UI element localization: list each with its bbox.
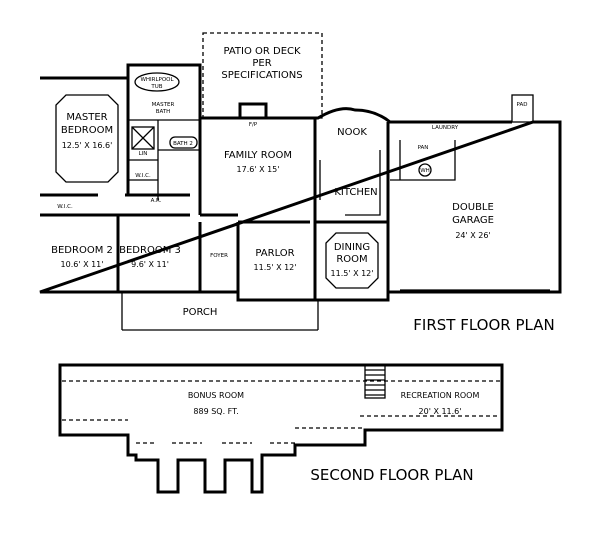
recreation-room-size: 20' X 11.6'	[419, 407, 462, 416]
master-bath-label: MASTER	[152, 102, 175, 108]
whirlpool-tub-label: WHIRLPOOL	[140, 77, 174, 83]
water-heater	[418, 163, 432, 177]
fireplace	[238, 102, 268, 120]
second-floor-title: SECOND FLOOR PLAN	[310, 466, 473, 484]
first-floor-title: FIRST FLOOR PLAN	[413, 316, 554, 334]
linen-label: LIN	[139, 151, 148, 157]
patio-deck-outline	[202, 32, 323, 119]
bed2-wic-label: W.I.C.	[57, 204, 73, 210]
shower	[131, 126, 155, 150]
second-floor-walls	[58, 363, 504, 494]
interior-partitions	[128, 119, 456, 216]
pad	[511, 94, 534, 123]
garage-label: GARAGE	[452, 215, 494, 226]
stair-treads	[365, 369, 385, 396]
family-room-label: FAMILY ROOM	[224, 150, 292, 161]
master-bedroom-size: 12.5' X 16.6'	[62, 141, 113, 150]
bath2-tub	[169, 136, 198, 149]
fireplace-label: F/P	[249, 122, 258, 128]
kitchen-label: KITCHEN	[334, 187, 377, 198]
roof-dashed-lines	[62, 380, 500, 444]
master-bath-label: BATH	[156, 109, 171, 115]
master-wic-label: W.I.C.	[135, 173, 151, 179]
porch-outline	[121, 292, 319, 331]
porch-label: PORCH	[183, 307, 218, 318]
shower-cross	[131, 126, 155, 150]
dining-room-size: 11.5' X 12'	[331, 269, 374, 278]
patio-label: SPECIFICATIONS	[221, 70, 302, 81]
parlor-label: PARLOR	[255, 248, 294, 259]
master-bedroom-ceiling-outline	[55, 94, 119, 183]
bath2-label: BATH 2	[173, 141, 193, 147]
master-bedroom-label: BEDROOM	[61, 125, 113, 136]
bonus-room-label: BONUS ROOM	[188, 391, 244, 400]
recreation-room-label: RECREATION ROOM	[401, 391, 480, 400]
dining-room-label: ROOM	[336, 254, 367, 265]
dining-ceiling-outline	[325, 232, 379, 289]
bedroom2-label: BEDROOM 2	[51, 245, 113, 256]
dining-room-label: DINING	[334, 242, 370, 253]
foyer-label: FOYER	[210, 253, 228, 259]
bedroom3-size: 9.6' X 11'	[131, 260, 169, 269]
bonus-room-size: 889 SQ. FT.	[193, 407, 238, 416]
water-heater-label: WH	[420, 168, 430, 174]
whirlpool-tub-label: TUB	[150, 84, 162, 90]
ar-label: A.R.	[151, 198, 162, 204]
nook-label: NOOK	[337, 127, 367, 138]
garage-label: DOUBLE	[452, 202, 494, 213]
whirlpool-tub	[134, 72, 180, 92]
second-floor-plan: BONUS ROOM 889 SQ. FT. RECREATION ROOM 2…	[58, 363, 504, 494]
laundry-label: LAUNDRY	[432, 125, 459, 131]
pad-label: PAD	[517, 102, 528, 108]
garage-size: 24' X 26'	[455, 231, 490, 240]
bedroom2-size: 10.6' X 11'	[61, 260, 104, 269]
bedroom3-label: BEDROOM 3	[119, 245, 181, 256]
pantry-label: PAN	[418, 145, 429, 151]
master-bedroom-label: MASTER	[66, 112, 107, 123]
patio-label: PATIO OR DECK	[223, 46, 301, 57]
parlor-size: 11.5' X 12'	[254, 263, 297, 272]
patio-label: PER	[252, 58, 271, 69]
first-floor-plan: PATIO OR DECK PER SPECIFICATIONS PAD MAS…	[39, 32, 562, 334]
family-room-size: 17.6' X 15'	[237, 165, 280, 174]
